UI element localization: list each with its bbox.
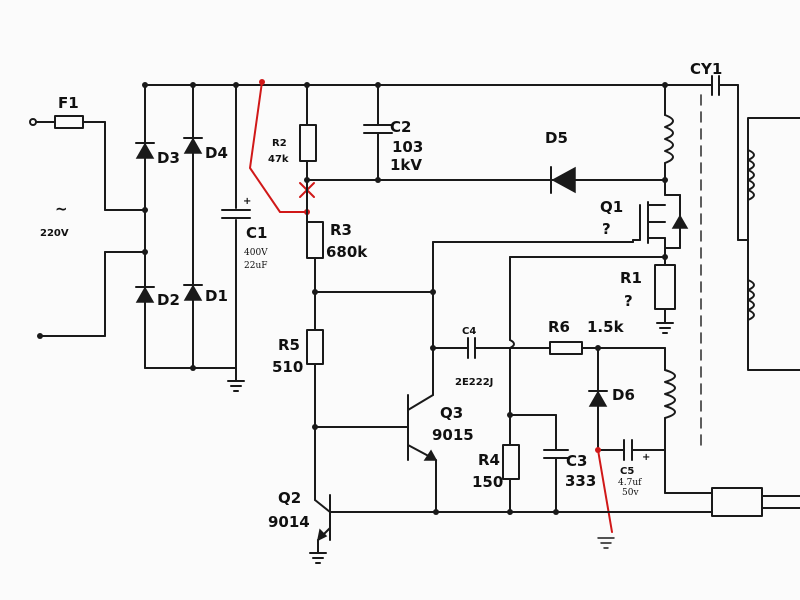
emitter-arrow-icon xyxy=(423,449,438,461)
fuse-label: F1 xyxy=(58,94,79,112)
bottom-rail xyxy=(144,365,245,392)
q2-label: Q2 xyxy=(278,489,301,507)
c4-value: 2E222J xyxy=(455,377,493,388)
c2-voltage: 1kV xyxy=(390,156,422,174)
top-rail xyxy=(142,82,706,88)
secondary-coil-icon xyxy=(747,149,755,201)
r1-label: R1 xyxy=(620,269,642,287)
c1-polarity: + xyxy=(243,196,251,207)
diode-d6-icon xyxy=(588,390,608,407)
c4-label: C4 xyxy=(462,326,476,337)
diode-d5: D5 xyxy=(545,129,576,194)
ac-input: F1 ~ 220V xyxy=(29,94,146,339)
drive-network xyxy=(314,241,515,416)
c2-value: 103 xyxy=(392,138,423,156)
r6-value: 1.5k xyxy=(587,318,625,336)
diode-d2-icon xyxy=(135,286,155,303)
r6-label: R6 xyxy=(548,318,570,336)
ac-symbol: ~ xyxy=(55,200,68,218)
resistor-r1: R1 ? xyxy=(509,254,676,334)
r2-label: R2 xyxy=(272,138,287,149)
r3-value: 680k xyxy=(326,243,368,261)
d3-label: D3 xyxy=(157,149,180,167)
coupling-capacitor-cy1: CY1 xyxy=(690,60,749,241)
transistor-q2: Q2 9014 xyxy=(268,489,437,564)
c1-capacitance: 22uF xyxy=(244,261,268,271)
primary-coil-icon xyxy=(664,114,674,164)
r1-value: ? xyxy=(624,292,633,310)
body-diode-icon xyxy=(671,214,689,229)
q2-value: 9014 xyxy=(268,513,310,531)
transistor-q3: Q3 9015 xyxy=(314,347,474,513)
ac-voltage-label: 220V xyxy=(40,228,69,239)
capacitor-c1: + C1 400V 22uF xyxy=(221,84,268,369)
r4-label: R4 xyxy=(478,451,500,469)
emitter-arrow-icon xyxy=(316,528,328,542)
resistor-r3: R3 680k xyxy=(306,221,368,331)
d1-label: D1 xyxy=(205,287,228,305)
c5-label: C5 xyxy=(620,466,634,477)
c1-label: C1 xyxy=(246,224,267,242)
resistor-r6: R6 1.5k xyxy=(548,318,666,355)
red-modification xyxy=(249,79,315,215)
fuse-f1 xyxy=(54,115,84,129)
c2-label: C2 xyxy=(390,118,411,136)
c5-voltage: 50v xyxy=(622,488,639,498)
c3-value: 333 xyxy=(565,472,596,490)
resistor-r4: R4 150 xyxy=(472,412,557,513)
output-connector xyxy=(711,487,763,517)
d2-label: D2 xyxy=(157,291,180,309)
r5-value: 510 xyxy=(272,358,303,376)
c5-value: 4.7uf xyxy=(618,478,642,488)
diode-d4-icon xyxy=(183,137,203,154)
r5-label: R5 xyxy=(278,336,300,354)
feedback-winding xyxy=(664,347,676,494)
resistor-r5: R5 510 xyxy=(272,289,324,501)
resistor-r2: R2 47k xyxy=(268,84,317,223)
c1-voltage: 400V xyxy=(244,248,268,258)
diode-d1-icon xyxy=(183,284,203,301)
r2-value: 47k xyxy=(268,154,289,165)
r3-label: R3 xyxy=(330,221,352,239)
capacitor-c3: C3 333 xyxy=(543,414,596,513)
capacitor-c5: + C5 4.7uf 50v xyxy=(595,439,666,549)
transformer-secondary xyxy=(747,117,800,371)
q3-label: Q3 xyxy=(440,404,463,422)
capacitor-c2: C2 103 1kV xyxy=(306,84,666,183)
r4-value: 150 xyxy=(472,473,503,491)
diode-d3-icon xyxy=(135,142,155,159)
diode-d5-icon xyxy=(551,166,576,194)
feedback-coil-icon xyxy=(664,369,676,419)
return-path xyxy=(433,487,800,517)
q1-value: ? xyxy=(602,220,611,238)
d4-label: D4 xyxy=(205,144,228,162)
q3-value: 9015 xyxy=(432,426,474,444)
transformer-primary xyxy=(662,84,674,196)
q1-label: Q1 xyxy=(600,198,623,216)
d5-label: D5 xyxy=(545,129,568,147)
c3-label: C3 xyxy=(566,452,587,470)
mosfet-q1: Q1 ? xyxy=(432,194,689,266)
bridge-rectifier: D3 D4 D2 D1 xyxy=(135,84,228,369)
cy1-label: CY1 xyxy=(690,60,722,78)
diode-d6: D6 xyxy=(588,347,635,451)
capacitor-c4: C4 2E222J xyxy=(430,326,551,388)
c5-polarity: + xyxy=(642,452,650,463)
d6-label: D6 xyxy=(612,386,635,404)
